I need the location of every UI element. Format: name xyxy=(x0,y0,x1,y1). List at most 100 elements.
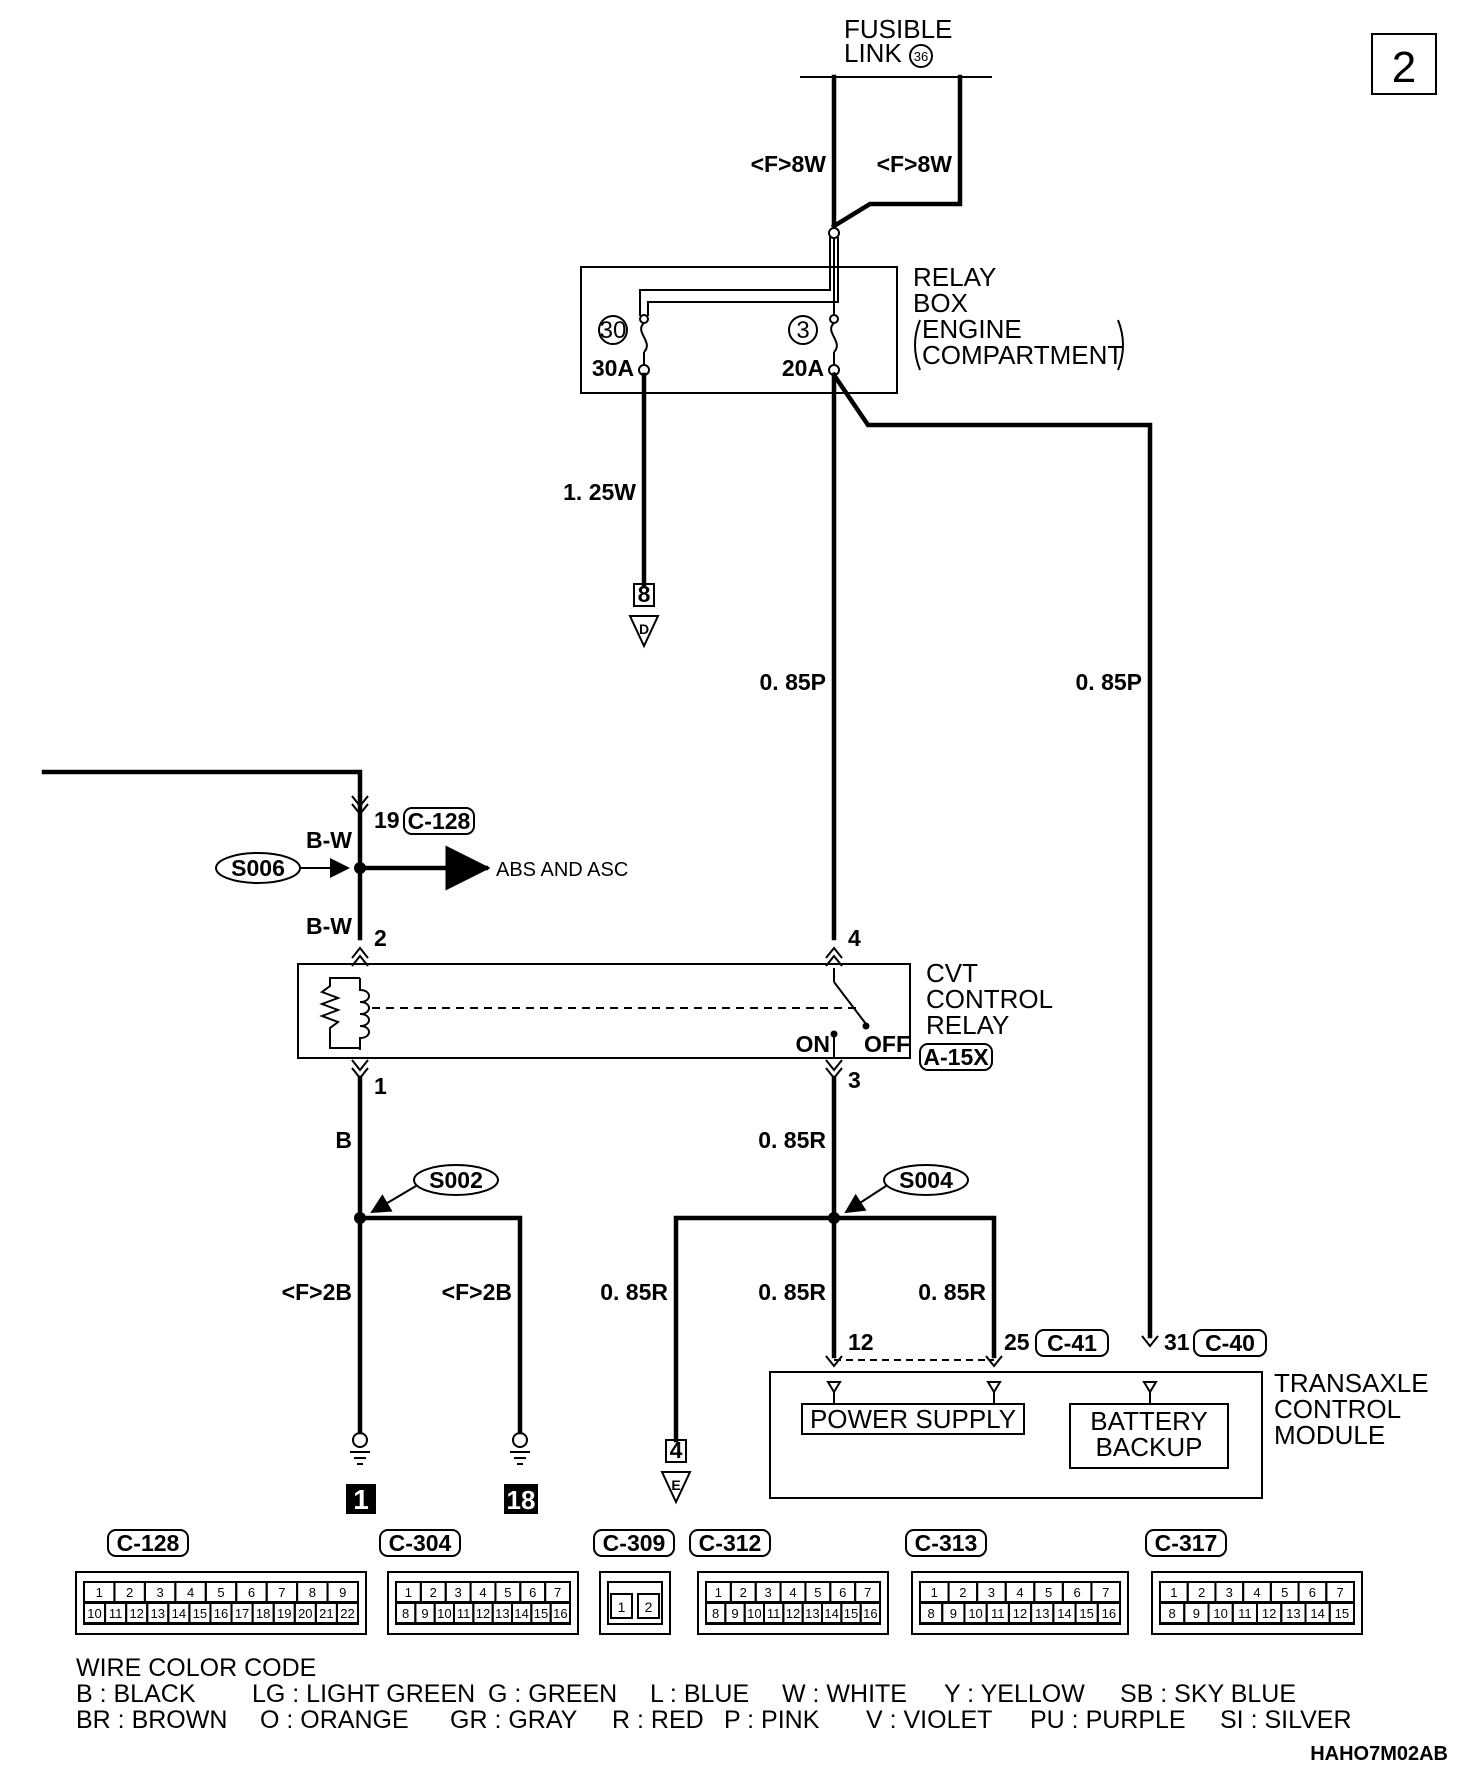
relay-box-label-3: ENGINE xyxy=(922,314,1022,344)
connector-pin: 14 xyxy=(172,1606,186,1621)
legend-entry: L : BLUE xyxy=(650,1680,749,1708)
connector-pin: 7 xyxy=(1337,1585,1344,1600)
fusible-link-number: 36 xyxy=(914,49,928,64)
connector-pin: 10 xyxy=(437,1606,451,1621)
terminal-d-number: 8 xyxy=(638,581,651,607)
connector-pin: 8 xyxy=(309,1585,316,1600)
relay-box-label-4: COMPARTMENT xyxy=(922,340,1123,370)
connector-pin: 9 xyxy=(421,1606,428,1621)
connector-pin: 22 xyxy=(340,1606,354,1621)
connector-pin: 2 xyxy=(126,1585,133,1600)
abs-asc-label: ABS AND ASC xyxy=(496,859,628,881)
connector-pin: 15 xyxy=(844,1606,858,1621)
ground-side-wires: 1 3 B S002 <F>2B <F>2B 1 18 xyxy=(282,1067,861,1515)
legend-entry: PU : PURPLE xyxy=(1030,1706,1186,1734)
connector-view-label: C-128 xyxy=(117,1530,180,1556)
connector-pin: 7 xyxy=(864,1585,871,1600)
connector-pin: 8 xyxy=(712,1606,719,1621)
splice-s006: S006 xyxy=(231,855,285,881)
fusible-link-label: FUSIBLE xyxy=(844,14,952,44)
legend-title: WIRE COLOR CODE xyxy=(76,1654,316,1682)
connector-pin: 16 xyxy=(863,1606,877,1621)
connector-pin: 4 xyxy=(1016,1585,1023,1600)
pin-31: 31 xyxy=(1164,1329,1190,1355)
connector-pin: 16 xyxy=(553,1606,567,1621)
wire-label-bw-top: B-W xyxy=(306,827,352,853)
connector-pin: 17 xyxy=(235,1606,249,1621)
fusible-link: FUSIBLE LINK 36 xyxy=(800,14,992,78)
connector-pin: 9 xyxy=(731,1606,738,1621)
connector-pin: 10 xyxy=(1213,1606,1227,1621)
connector-pin: 9 xyxy=(339,1585,346,1600)
top-wires: <F>8W <F>8W xyxy=(751,74,963,230)
wire-label-bw-bottom: B-W xyxy=(306,913,352,939)
connector-pin: 10 xyxy=(747,1606,761,1621)
legend-entry: LG : LIGHT GREEN xyxy=(252,1680,475,1708)
legend-entry: O : ORANGE xyxy=(260,1706,409,1734)
wire-label-085p-right: 0. 85P xyxy=(1076,669,1143,695)
connector-pin: 12 xyxy=(476,1606,490,1621)
terminal-e-number: 4 xyxy=(670,1437,683,1463)
legend-entry: BR : BROWN xyxy=(76,1706,227,1734)
wire-label-085r-b: 0. 85R xyxy=(758,1279,826,1305)
cvt-relay-label-2: CONTROL xyxy=(926,984,1053,1014)
tcm-label-3: MODULE xyxy=(1274,1420,1385,1450)
connector-pin: 3 xyxy=(988,1585,995,1600)
pin-19: 19 xyxy=(374,807,400,833)
connector-pin: 13 xyxy=(151,1606,165,1621)
page-number: 2 xyxy=(1392,43,1416,92)
connector-pin: 21 xyxy=(319,1606,333,1621)
terminal-d-letter: D xyxy=(639,621,649,637)
wire-label-085r-c: 0. 85R xyxy=(918,1279,986,1305)
connector-pin: 18 xyxy=(256,1606,270,1621)
connector-pin: 12 xyxy=(1013,1606,1027,1621)
connector-pin: 1 xyxy=(931,1585,938,1600)
connector-view-label: C-312 xyxy=(699,1530,762,1556)
cvt-control-relay: ON OFF CVT CONTROL RELAY A-15X xyxy=(297,946,1053,1080)
legend-entry: G : GREEN xyxy=(488,1680,617,1708)
connector-pin: 1 xyxy=(618,1599,626,1615)
legend-entry: R : RED xyxy=(612,1706,704,1734)
connector-pin: 20 xyxy=(298,1606,312,1621)
pin-25: 25 xyxy=(1004,1329,1030,1355)
relay-box: 30 30A 3 20A RELAY BOX ENGINE COMPARTMEN… xyxy=(580,227,1124,394)
pin-12: 12 xyxy=(848,1329,874,1355)
fuse-30-rating: 30A xyxy=(592,355,634,381)
connector-view-label: C-313 xyxy=(915,1530,978,1556)
connector-pin: 2 xyxy=(430,1585,437,1600)
connector-pin: 7 xyxy=(1102,1585,1109,1600)
connector-pin: 2 xyxy=(740,1585,747,1600)
connector-view-label: C-309 xyxy=(603,1530,666,1556)
connector-pin: 9 xyxy=(950,1606,957,1621)
connector-pin: 5 xyxy=(814,1585,821,1600)
fusible-link-label-2: LINK xyxy=(844,38,902,68)
tcm-label-2: CONTROL xyxy=(1274,1394,1401,1424)
legend-entry: V : VIOLET xyxy=(866,1706,992,1734)
legend-entry: GR : GRAY xyxy=(450,1706,578,1734)
transaxle-control-module: POWER SUPPLY BATTERY BACKUP TRANSAXLE CO… xyxy=(769,1368,1429,1499)
wire-label-f2b-left: <F>2B xyxy=(282,1279,352,1305)
wire-label-f2b-right: <F>2B xyxy=(442,1279,512,1305)
connector-pin: 13 xyxy=(1286,1606,1300,1621)
connector-c128-tag: C-128 xyxy=(408,808,471,834)
battery-backup-label-2: BACKUP xyxy=(1096,1432,1203,1462)
fuse-3-rating: 20A xyxy=(782,355,824,381)
connector-pin: 11 xyxy=(457,1606,471,1621)
connector-pin: 11 xyxy=(991,1606,1005,1621)
connector-pin: 1 xyxy=(715,1585,722,1600)
legend-entry: SB : SKY BLUE xyxy=(1120,1680,1296,1708)
connector-pin: 5 xyxy=(217,1585,224,1600)
connector-pin: 12 xyxy=(1262,1606,1276,1621)
connector-pin: 10 xyxy=(87,1606,101,1621)
connector-pin: 12 xyxy=(129,1606,143,1621)
connector-pin: 7 xyxy=(554,1585,561,1600)
connector-pin: 5 xyxy=(1045,1585,1052,1600)
connector-pin: 16 xyxy=(214,1606,228,1621)
legend-entry: B : BLACK xyxy=(76,1680,196,1708)
